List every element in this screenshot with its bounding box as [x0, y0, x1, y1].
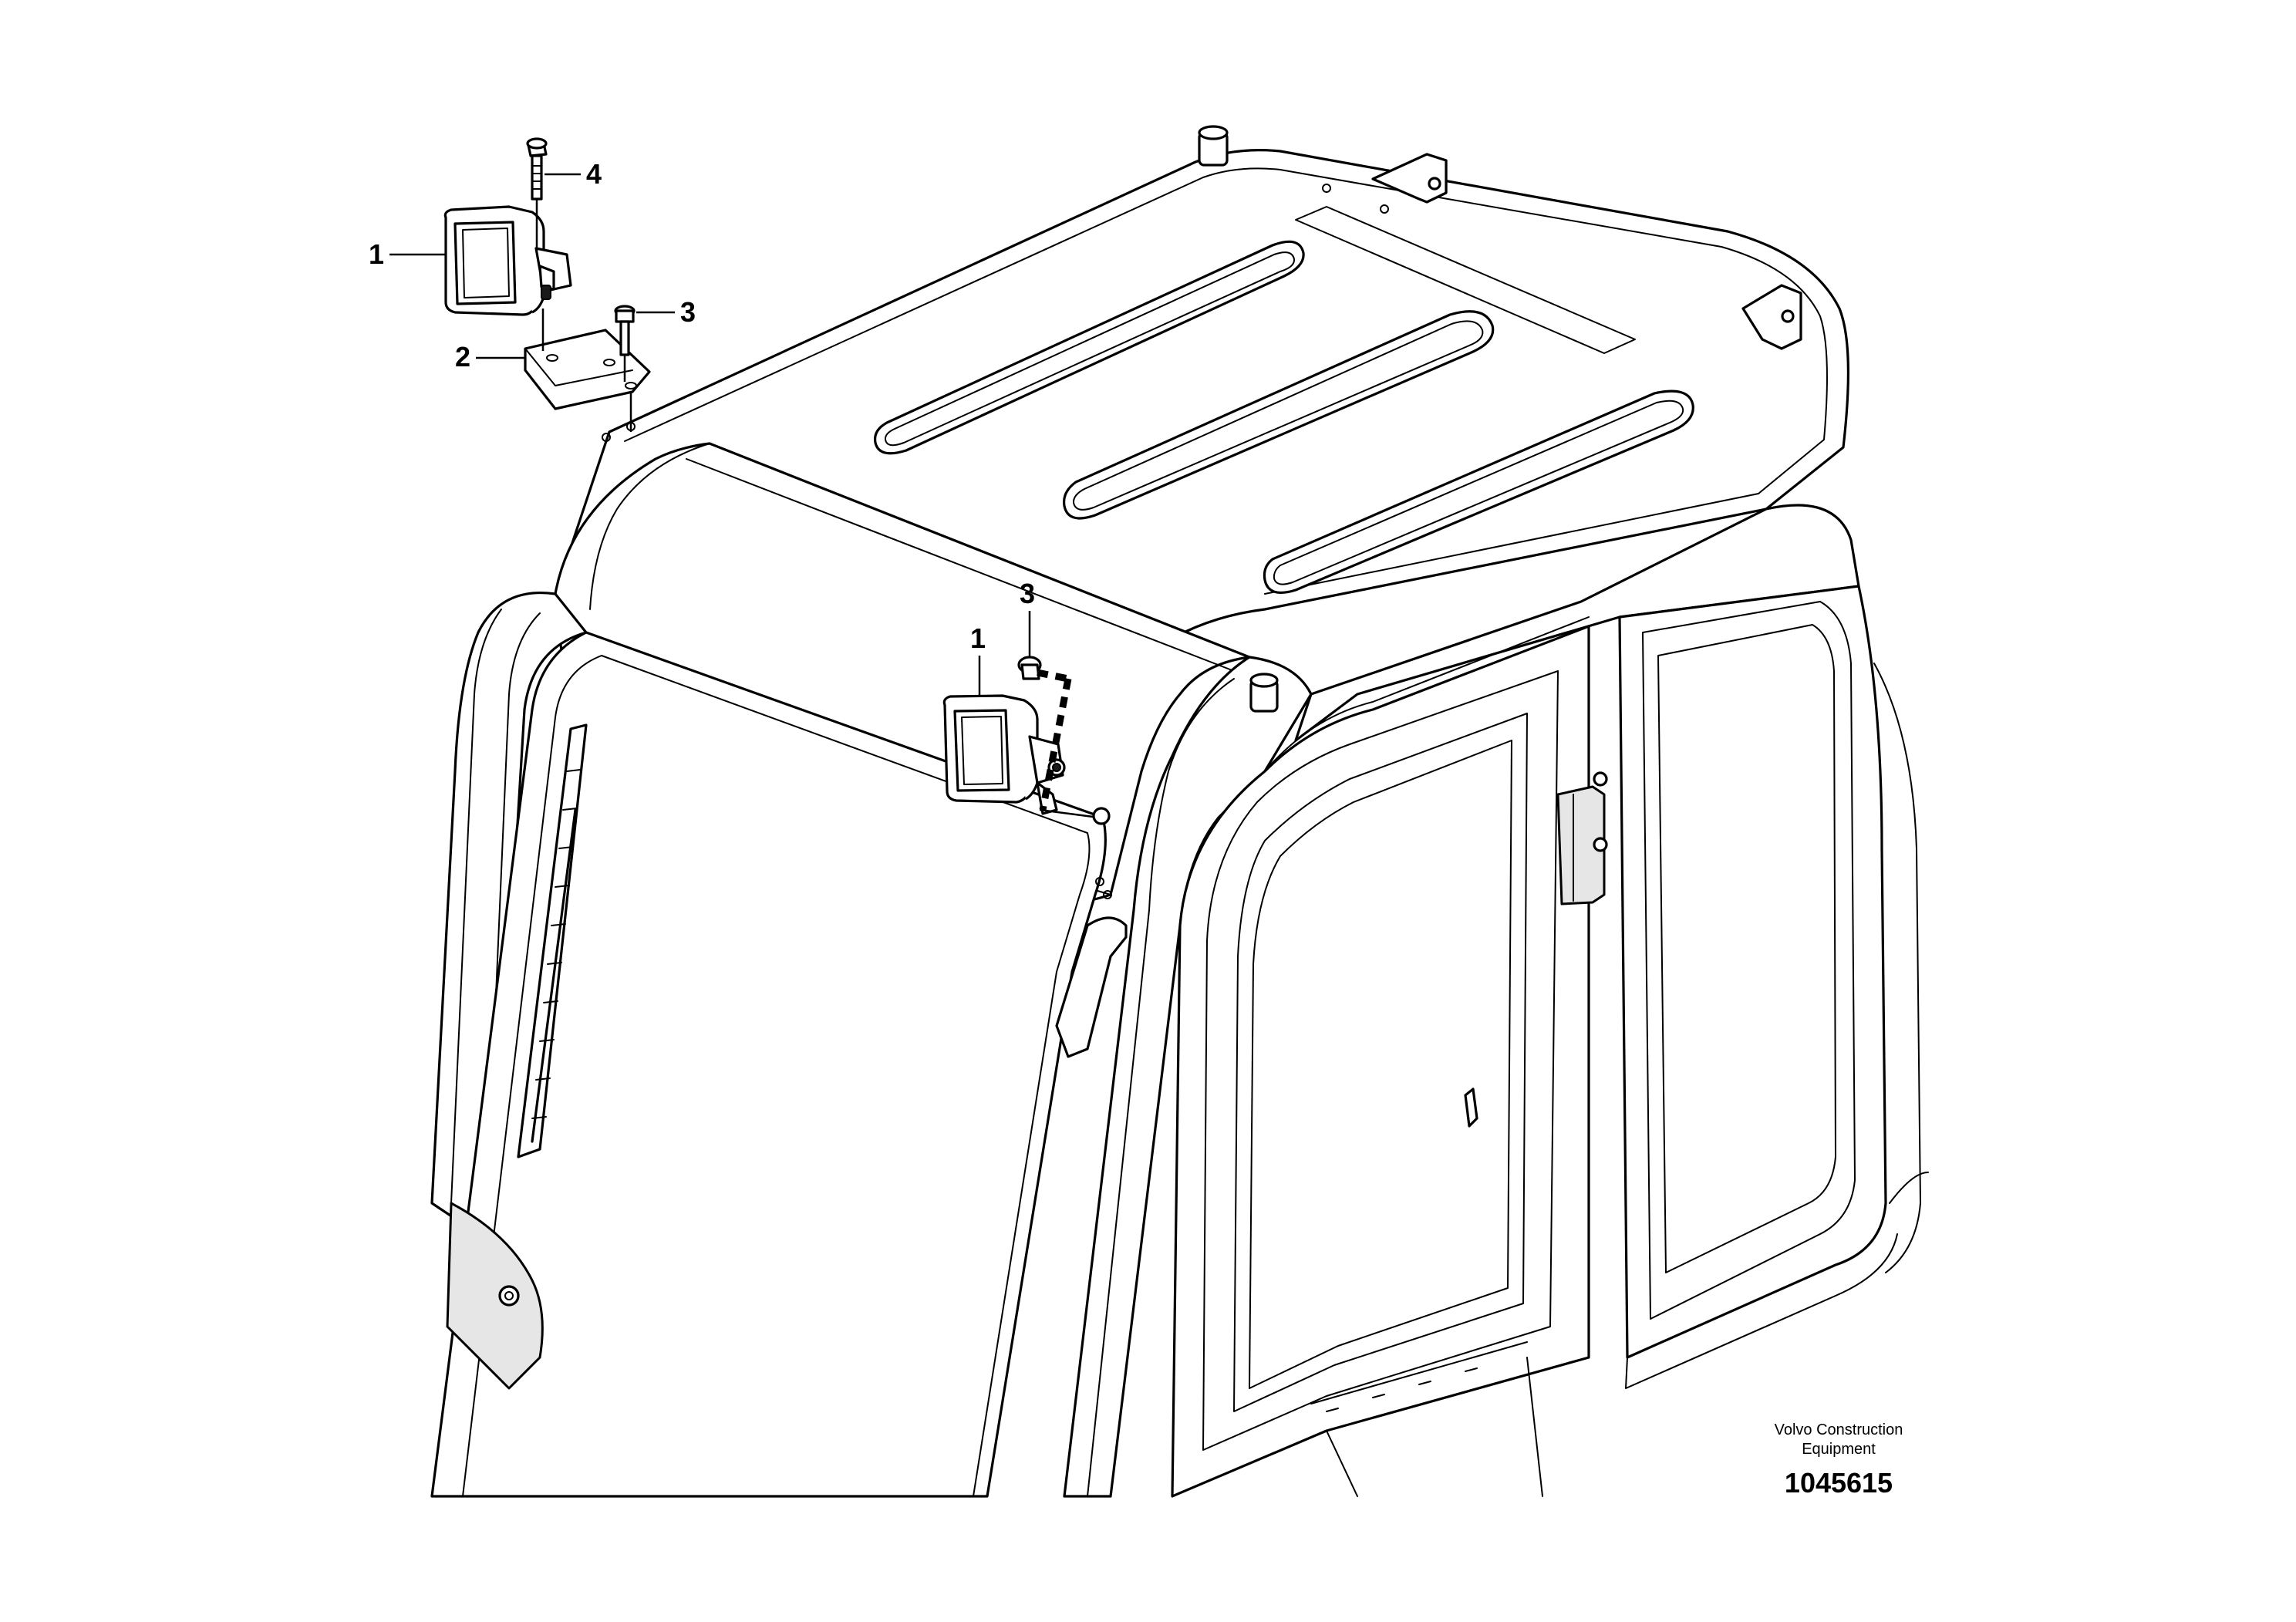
windshield [430, 631, 1107, 1498]
rear-side-window [1657, 624, 1836, 1273]
roof-lug-front [1249, 673, 1279, 713]
svg-text:3: 3 [1020, 578, 1035, 609]
roof-rear-recess [1295, 206, 1636, 354]
svg-text:1: 1 [970, 622, 986, 654]
roof-rib-2 [1062, 310, 1495, 520]
windshield-lower-bracket [446, 1202, 544, 1390]
figure-footer: Volvo Construction Equipment 1045615 [1775, 1421, 1903, 1499]
bracket-plate-2 [524, 309, 651, 410]
windshield-corner-seal [1055, 916, 1128, 1058]
door-window [1233, 713, 1528, 1412]
cab-rear-side [1618, 585, 1887, 1359]
work-lamp-installed [942, 656, 1111, 825]
roof-rib-1 [873, 240, 1305, 455]
figure-number: 1045615 [1785, 1467, 1893, 1499]
door-handle [1464, 1088, 1478, 1128]
svg-text:4: 4 [586, 158, 602, 190]
door-hinge [1556, 785, 1606, 905]
bolt-4 [526, 137, 548, 251]
cab-front-right-pillar [1063, 656, 1313, 1498]
callout-1-top: 1 [369, 238, 446, 270]
rear-mount-bracket-2 [1741, 284, 1802, 350]
brand-line-2: Equipment [1802, 1441, 1876, 1458]
cab-body [430, 125, 1929, 1498]
callout-3-mid: 3 [1020, 578, 1035, 657]
callout-4: 4 [544, 158, 602, 190]
callout-2: 2 [455, 341, 525, 373]
work-lamp-exploded [443, 137, 651, 432]
svg-text:3: 3 [680, 296, 696, 328]
brand-line-1: Volvo Construction [1775, 1421, 1903, 1438]
callout-3-top: 3 [636, 296, 696, 328]
cab-door [1171, 625, 1590, 1498]
svg-text:1: 1 [369, 238, 384, 270]
callout-1-mid: 1 [970, 622, 986, 696]
wiper [517, 723, 588, 1158]
svg-text:2: 2 [455, 341, 470, 373]
roof-rib-3 [1263, 389, 1694, 594]
roof-lug-rear [1198, 125, 1229, 167]
bolt-3-top [614, 305, 636, 382]
